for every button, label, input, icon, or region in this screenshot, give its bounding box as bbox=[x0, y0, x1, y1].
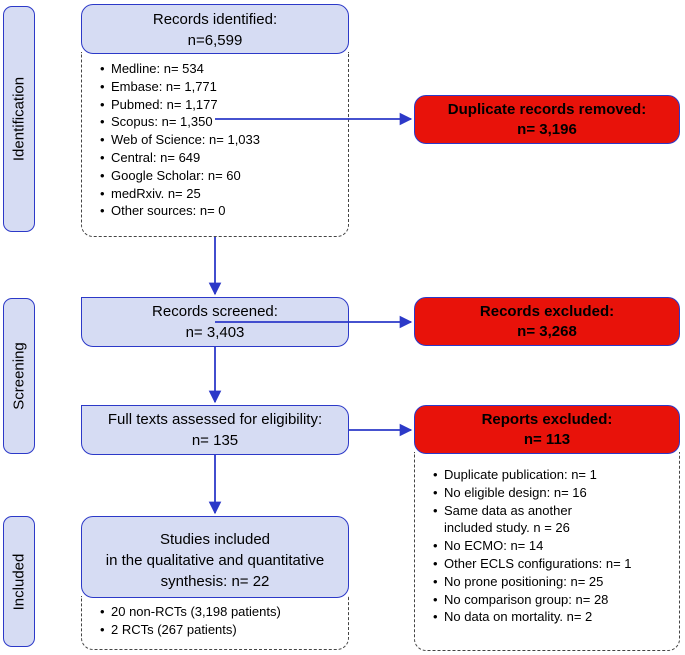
list-item: No prone positioning: n= 25 bbox=[433, 573, 679, 591]
list-item: medRxiv. n= 25 bbox=[100, 185, 348, 203]
list-item: No ECMO: n= 14 bbox=[433, 537, 679, 555]
records-identified-box: Records identified: n=6,599 bbox=[81, 4, 349, 54]
studies-included-box: Studies included in the qualitative and … bbox=[81, 516, 349, 598]
phase-included: Included bbox=[3, 516, 35, 647]
duplicates-removed-box: Duplicate records removed: n= 3,196 bbox=[414, 95, 680, 144]
duplicates-removed-title: Duplicate records removed: bbox=[447, 101, 647, 118]
fulltext-assessed-box: Full texts assessed for eligibility: n= … bbox=[81, 405, 349, 455]
phase-identification: Identification bbox=[3, 6, 35, 232]
included-studies-list: 20 non-RCTs (3,198 patients) 2 RCTs (267… bbox=[81, 596, 349, 650]
list-item: Other ECLS configurations: n= 1 bbox=[433, 555, 679, 573]
records-excluded-box: Records excluded: n= 3,268 bbox=[414, 297, 680, 346]
exclusion-reasons-list: Duplicate publication: n= 1 No eligible … bbox=[414, 452, 680, 651]
list-item: Same data as another included study. n =… bbox=[433, 502, 594, 538]
list-item: No data on mortality. n= 2 bbox=[433, 608, 679, 626]
list-item: Central: n= 649 bbox=[100, 149, 348, 167]
list-item: Medline: n= 534 bbox=[100, 60, 348, 78]
list-item: Duplicate publication: n= 1 bbox=[433, 466, 679, 484]
records-screened-title: Records screened: bbox=[152, 303, 278, 320]
list-item: Scopus: n= 1,350 bbox=[100, 113, 348, 131]
list-item: Other sources: n= 0 bbox=[100, 202, 348, 220]
phase-screening: Screening bbox=[3, 298, 35, 454]
fulltext-assessed-count: n= 135 bbox=[191, 432, 239, 449]
records-excluded-title: Records excluded: bbox=[479, 303, 615, 320]
list-item: No comparison group: n= 28 bbox=[433, 591, 679, 609]
list-item: 2 RCTs (267 patients) bbox=[100, 621, 348, 639]
list-item: Google Scholar: n= 60 bbox=[100, 167, 348, 185]
records-identified-title: Records identified: bbox=[152, 11, 278, 28]
studies-included-line1: Studies included bbox=[159, 531, 271, 548]
list-item: No eligible design: n= 16 bbox=[433, 484, 679, 502]
duplicates-removed-count: n= 3,196 bbox=[517, 121, 577, 138]
reports-excluded-title: Reports excluded: bbox=[481, 411, 613, 428]
studies-included-line3: synthesis: n= 22 bbox=[160, 573, 270, 590]
reports-excluded-box: Reports excluded: n= 113 bbox=[414, 405, 680, 454]
reports-excluded-count: n= 113 bbox=[523, 431, 571, 448]
fulltext-assessed-title: Full texts assessed for eligibility: bbox=[107, 411, 323, 428]
list-item: Embase: n= 1,771 bbox=[100, 78, 348, 96]
studies-included-line2: in the qualitative and quantitative bbox=[105, 552, 325, 569]
list-item: Pubmed: n= 1,177 bbox=[100, 96, 348, 114]
list-item: 20 non-RCTs (3,198 patients) bbox=[100, 603, 348, 621]
records-screened-count: n= 3,403 bbox=[185, 324, 245, 341]
records-excluded-count: n= 3,268 bbox=[517, 323, 577, 340]
list-item: Web of Science: n= 1,033 bbox=[100, 131, 348, 149]
sources-list: Medline: n= 534 Embase: n= 1,771 Pubmed:… bbox=[81, 52, 349, 237]
records-identified-count: n=6,599 bbox=[187, 32, 243, 49]
